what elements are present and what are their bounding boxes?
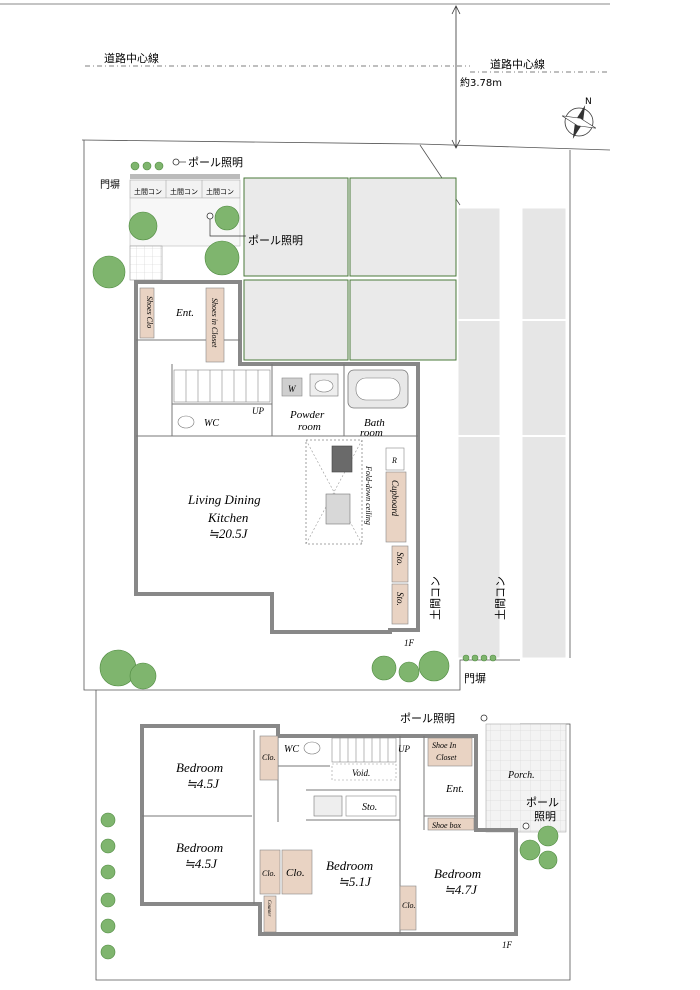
bedroom-c-size: ≒5.1J: [338, 874, 372, 889]
clo-label-2: Clo.: [262, 869, 276, 878]
lower-pole-light-label-1: ポール照明: [400, 712, 455, 725]
shoes-clo-label: Shoes Clo: [145, 296, 154, 328]
stove-icon: [331, 445, 353, 473]
washer-block: [281, 377, 303, 397]
bedroom-b-size: ≒4.5J: [184, 856, 218, 871]
bath-room-label-1: Bath: [364, 417, 385, 429]
clo-block-3: [281, 849, 313, 895]
shoe-in-closet-label-2: Closet: [436, 753, 457, 762]
lower-wc-label: WC: [284, 744, 299, 755]
gate-wall-label: 門塀: [100, 179, 120, 191]
kitchen-counter: [305, 439, 363, 545]
powder-room-label-2: room: [298, 421, 321, 433]
house-lower-walls: [140, 724, 518, 936]
lower-pole-light-icon: [480, 714, 530, 830]
stairs-upper: [173, 369, 271, 403]
lower-pole-light-label-2b: 照明: [534, 810, 556, 823]
up-label: UP: [252, 406, 264, 416]
lower-up-label: UP: [398, 744, 410, 754]
road-center-label-left: 道路中心線: [104, 51, 159, 65]
void-label: Void.: [352, 768, 370, 778]
house-upper-inner: [136, 339, 418, 437]
pole-light-label-2: ポール照明: [248, 234, 303, 247]
pole-light-icon: [172, 158, 246, 237]
storage-label-1: Sto.: [395, 552, 405, 566]
lower-site: [95, 690, 571, 981]
bedroom-a-label: Bedroom: [176, 760, 223, 775]
ldk-label-1: Living Dining: [187, 492, 261, 507]
north-label: N: [585, 97, 592, 107]
fold-down-ceiling-label: Fold-down ceiling: [364, 465, 373, 525]
counter-label: Counter: [266, 900, 271, 916]
washer-label: W: [288, 384, 297, 394]
clo-label-4: Clo.: [402, 901, 416, 910]
wc-label: WC: [204, 418, 219, 429]
clo-label-1: Clo.: [262, 753, 276, 762]
lower-sink-icon: [313, 795, 343, 817]
shoe-in-closet-label-1: Shoe In: [432, 741, 456, 750]
north-compass-icon: [561, 105, 597, 139]
ldk-size-label: ≒20.5J: [208, 526, 249, 541]
counter-block: [263, 895, 277, 933]
setback-distance-label: 約3.78m: [460, 76, 502, 89]
lower-gate-wall-label: 門塀: [464, 672, 486, 685]
parking-tile-label-2: 土間コン: [170, 187, 198, 196]
entrance-label: Ent.: [175, 307, 194, 319]
porch-label: Porch.: [507, 770, 535, 781]
bedroom-d-size: ≒4.7J: [444, 882, 478, 897]
trees-lower: [100, 812, 559, 960]
shoe-in-closet-block: [427, 737, 473, 767]
house-upper-walls: [134, 280, 420, 634]
clo-block-1: [259, 735, 279, 781]
shoes-in-closet-label: Shoes in Closet: [210, 298, 219, 348]
fridge-label: R: [391, 456, 397, 465]
shoe-box-block: [427, 817, 475, 831]
void-area: [331, 763, 397, 781]
bedroom-a-size: ≒4.5J: [186, 776, 220, 791]
storage-block-2: [391, 583, 409, 625]
shoes-closet-block: [139, 287, 155, 339]
bath-room-label-2: room: [360, 427, 383, 439]
storage-label-2: Sto.: [395, 592, 405, 606]
lower-entrance-label: Ent.: [445, 783, 464, 795]
upper-floor-label: 1F: [404, 638, 415, 648]
lower-pole-light-label-2a: ポール: [526, 796, 559, 809]
side-parking-label-2: 土間コン: [494, 576, 507, 620]
clo-block-4: [399, 885, 417, 931]
lower-toilet-icon: [303, 741, 321, 755]
road-center-label-right: 道路中心線: [490, 57, 545, 71]
site-context: [0, 3, 611, 151]
powder-room-label-1: Powder: [289, 409, 325, 421]
cupboard-block: [385, 471, 407, 543]
ldk-label-2: Kitchen: [207, 510, 248, 525]
kitchen-sink-icon: [325, 493, 351, 525]
sto-label: Sto.: [362, 802, 377, 813]
clo-block-2: [259, 849, 281, 895]
lower-floor-label: 1F: [502, 940, 513, 950]
parking-tile-label-3: 土間コン: [206, 187, 234, 196]
storage-block-1: [391, 545, 409, 583]
bedroom-b-label: Bedroom: [176, 840, 223, 855]
parking-tile-label-1: 土間コン: [134, 187, 162, 196]
side-parking-label-1: 土間コン: [429, 576, 442, 620]
bedroom-c-label: Bedroom: [326, 858, 373, 873]
shoe-box-label: Shoe box: [432, 821, 462, 830]
clo-label-3: Clo.: [286, 867, 305, 879]
trees-upper: [92, 161, 497, 690]
sto-block: [345, 795, 397, 817]
bedroom-d-label: Bedroom: [434, 866, 481, 881]
cupboard-label: Cupboard: [390, 480, 400, 517]
toilet-icon: [177, 415, 195, 429]
pole-light-label-1: ポール照明: [188, 156, 243, 169]
shoes-in-closet-block: [205, 287, 225, 363]
fridge-block: [385, 447, 405, 471]
